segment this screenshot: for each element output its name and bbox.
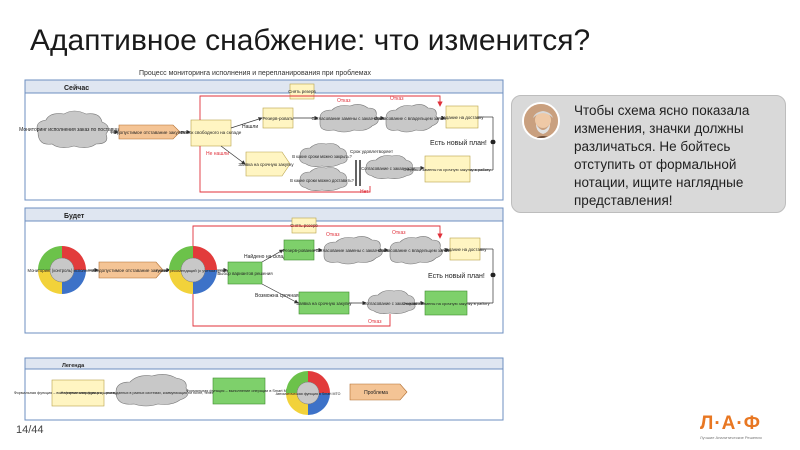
now-refusal1: Отказ [337,98,351,104]
future-calc-wheel [169,246,217,294]
now-search-text: Поиск свободного на складе [181,130,242,135]
tip-callout: Чтобы схема ясно показала изменения, зна… [511,95,786,213]
future-send-change-box [424,290,468,316]
future-remove-reserve-box [291,217,317,234]
now-delivery-text: Задание на доставку [441,115,485,120]
now-when-deliver-cloud [299,167,348,191]
now-when-deliver-text: В какие сроки можно доставить? [290,178,354,183]
future-refusal1: Отказ [326,232,340,238]
panel-now-header: Сейчас [64,84,89,92]
legend-auto-wheel [286,371,330,415]
now-remove-reserve-text: Снять резерв [288,89,316,94]
legend-formal-text: Формальная функция – выполнение операции… [14,391,142,395]
future-urgent-text: Заявка на срочную закупку [296,301,352,306]
future-urgent-possible: Возможна срочная закупка в срок [255,293,334,299]
future-new-plan: Есть новый план! [428,272,485,280]
now-search-box [190,119,232,147]
future-send-change-text: Отправка замены на срочную закупку в раб… [402,301,489,306]
legend-header: Легенда [62,363,85,369]
now-monitor-text: Мониторинг исполнения заказ по поставщик… [19,127,129,133]
panel-legend: Легенда Формальная функция – выполнение … [14,357,504,421]
now-reserve-text: Резерв-ровать [263,116,295,121]
now-agree-owner-cloud [385,104,439,133]
future-monitor-text: Мониторинг (контроль) исполнения [28,268,97,273]
future-agree-owner-cloud [389,236,443,265]
panel-future-header: Будет [64,213,85,220]
now-urgent-text: Заявка на срочную закупку [238,162,294,167]
future-refusal2: Отказ [392,230,406,236]
legend-formal-box [51,379,105,407]
future-monitor-wheel [38,246,86,294]
future-calc-text: Расчет рекомендаций (с учетом сроков) [156,268,231,273]
legend-informal-text: Неформальная функция – поиск данных в ра… [61,391,252,395]
future-delivery-text: Задание на доставку [444,247,488,252]
logo-text: Л·А·Ф [700,413,761,434]
now-agree-replace-cloud [319,104,379,133]
future-refusal3: Отказ [368,319,382,325]
legend-problem-box [349,383,408,401]
now-when-close-cloud [299,143,348,167]
future-problem-text: Недопустимое отставание закупки [93,268,167,273]
future-agree-replace-cloud [323,236,383,265]
future-remove-reserve-text: Снять резерв [290,223,318,228]
company-logo: Л·А·Ф Лучшие Аналитические Решения [700,413,792,445]
now-agree-owner-text: Согласование с владельцем запаса [374,116,448,121]
tip-text: Чтобы схема ясно показала изменения, зна… [574,103,750,208]
now-agree-replace-text: Согласование замены с заказчиком [311,116,384,121]
future-agree-replace-text: Согласование замены с заказчиком [315,248,388,253]
diagram-caption: Процесс мониторинга исполнения и перепла… [139,69,371,77]
now-problem-box [118,124,181,140]
now-urgent-box [245,151,291,177]
future-choose-box [227,261,263,285]
future-problem-box [98,261,164,279]
now-notfound-label: Не нашли [206,151,229,157]
now-found-label: Нашли [242,124,258,130]
now-agree-deadline-text: Согласование с заказчиком [361,166,415,171]
legend-informal-cloud [115,374,189,407]
legend-problem-text: Проблема [364,390,388,396]
legend-formal-mto-text: Формальная функция – выполнение операции… [186,389,292,393]
avatar [522,102,560,140]
now-problem-text: Недопустимое отставание закупки [111,130,185,135]
now-agree-deadline-cloud [365,155,414,179]
now-remove-reserve-box [289,83,315,100]
future-reserve-text: Резерв-рование [283,248,316,253]
now-when-close-text: В какие сроки можно закрыть? [292,154,352,159]
future-agree-deadline-text: Согласование с заказчиком [363,301,417,306]
now-send-change-text: Отправка замены на срочную закупку в раб… [403,167,490,172]
now-send-change-box [424,155,471,183]
now-new-plan: Есть новый план! [430,139,487,147]
panel-now: Сейчас Мониторинг исполнения заказ по по… [19,79,504,201]
slide-title: Адаптивное снабжение: что изменится? [30,24,591,57]
future-choose-text: Выбор вариантов решения [217,271,273,276]
now-deadline-ok: Срок удовлетворяет [350,149,394,154]
now-monitor-cloud [36,110,109,148]
page-number: 14/44 [16,424,44,436]
future-found-label: Найдено на складе [244,253,289,260]
legend-formal-mto-box [212,377,266,405]
legend-auto-text: Автоматическая функция в Smart MTO [276,392,341,396]
future-agree-owner-text: Согласование с владельцем запаса [378,248,452,253]
logo-subtitle: Лучшие Аналитические Решения [700,435,762,440]
panel-future: Будет Мониторинг (контроль) исполнения Н… [24,207,504,334]
now-refusal2: Отказ [390,96,404,102]
